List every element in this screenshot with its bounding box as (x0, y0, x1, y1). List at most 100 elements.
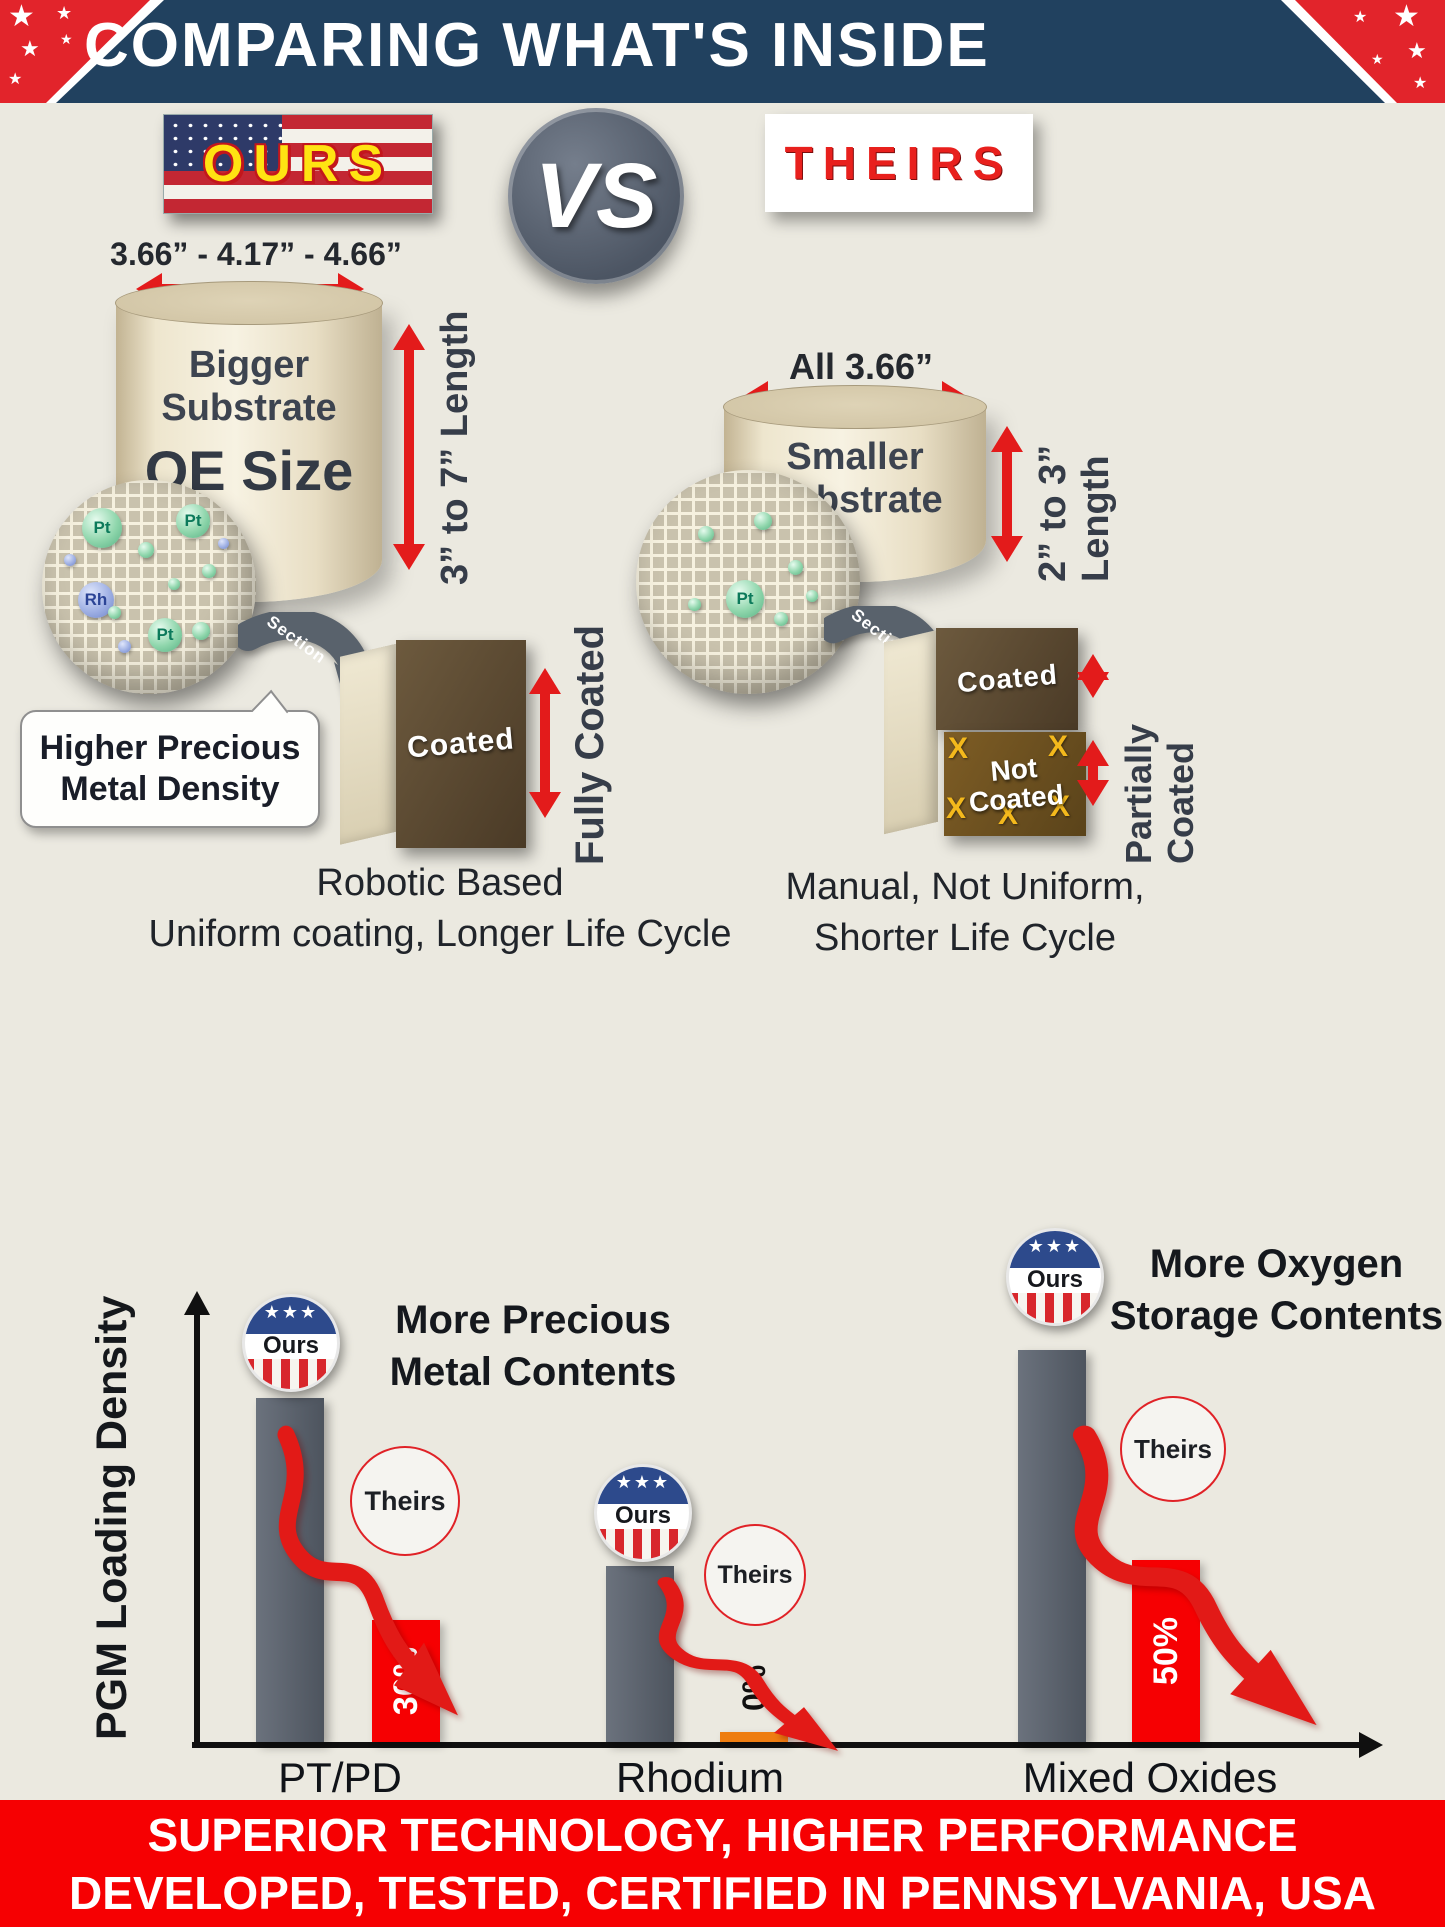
particle-dot (698, 526, 714, 542)
bar-ours-rhodium (606, 1566, 674, 1742)
pin-stripes (245, 1358, 337, 1389)
particle-dot (202, 564, 216, 578)
theirs-magnifier: Pt (636, 470, 860, 694)
particle-dot (754, 512, 772, 530)
box-side (884, 629, 938, 835)
particle-label: Pt (93, 518, 111, 537)
pin-stripes (597, 1528, 689, 1559)
theirs-caption: Manual, Not Uniform, Shorter Life Cycle (740, 862, 1190, 965)
theirs-pin-badge: Theirs (704, 1524, 806, 1626)
particle-dot (788, 560, 803, 575)
not-coated-label: Not Coated (940, 726, 1091, 842)
particle-dot (64, 554, 76, 566)
pin-label: Ours (1026, 1266, 1083, 1294)
ours-magnifier: Pt Pt Rh Pt (42, 480, 256, 694)
ours-length-label: 3” to 7” Length (434, 310, 476, 586)
pin-stars: ★★★ (1009, 1231, 1101, 1268)
not-coated-line2: Coated (967, 778, 1065, 819)
star-icon: ★ (1407, 38, 1427, 63)
box-front-coated: Coated (936, 628, 1078, 730)
particle-label: Pt (736, 589, 754, 608)
particle-pt: Pt (82, 508, 122, 548)
star-icon: ★ (60, 31, 73, 47)
ours-pin-badge: ★★★ Ours (1006, 1228, 1104, 1326)
particle-dot (192, 622, 210, 640)
theirs-length-arrow (991, 426, 1023, 562)
annotation-oxygen: More Oxygen Storage Contents (1104, 1238, 1445, 1342)
theirs-caption-line2: Shorter Life Cycle (813, 917, 1116, 960)
theirs-diameter-text: All 3.66” (788, 346, 934, 387)
page-title: COMPARING WHAT'S INSIDE (84, 11, 990, 80)
decline-arrow-icon (1052, 1424, 1322, 1734)
y-axis-label: PGM Loading Density (88, 1295, 136, 1741)
ours-caption: Robotic Based Uniform coating, Longer Li… (100, 858, 780, 961)
partially-coated-arrow-top (1077, 654, 1109, 698)
box-side (340, 643, 398, 845)
theirs-label: THEIRS (784, 137, 1014, 189)
ours-diameter-text: 3.66” - 4.17” - 4.66” (110, 236, 402, 272)
bubble-line1: Higher Precious (39, 729, 301, 767)
ours-substrate-line2: Substrate (161, 387, 337, 429)
annotation-line: More Precious (395, 1298, 671, 1342)
ours-substrate-line1: Bigger (188, 344, 310, 386)
star-icon: ★ (1413, 75, 1428, 92)
footer-banner: SUPERIOR TECHNOLOGY, HIGHER PERFORMANCE … (0, 1800, 1445, 1927)
header-banner: ★ ★ ★ ★ ★ ★ ★ ★ ★ ★ COMPARING WHAT'S INS… (0, 0, 1445, 103)
x-label-mixed-oxides: Mixed Oxides (1022, 1754, 1278, 1801)
particle-dot (688, 598, 701, 611)
particle-dot (118, 640, 131, 653)
theirs-pin-badge: Theirs (1120, 1396, 1226, 1502)
star-icon: ★ (1371, 51, 1384, 67)
partially-coated-label: Partially Coated (1118, 723, 1201, 864)
annotation-precious: More Precious Metal Contents (368, 1294, 698, 1398)
footer-line2: DEVELOPED, TESTED, CERTIFIED IN PENNSYLV… (69, 1866, 1376, 1919)
theirs-pin-badge: Theirs (350, 1446, 460, 1556)
x-mark-icon: X (1050, 790, 1071, 823)
particle-dot (806, 590, 818, 602)
particle-label: Rh (84, 590, 108, 609)
ours-pin-badge: ★★★ Ours (242, 1294, 340, 1392)
particle-rh: Rh (78, 582, 114, 618)
ours-flag-badge: OURS (163, 114, 433, 214)
box-front: Coated (396, 640, 526, 848)
ours-label: OURS (202, 135, 394, 193)
particle-dot (774, 612, 788, 626)
bar-ours-mixed-oxides (1018, 1350, 1086, 1742)
x-mark-icon: X (998, 798, 1019, 831)
coated-label: Coated (955, 658, 1059, 699)
theirs-length-label: 2” to 3” Length (1032, 444, 1117, 582)
star-icon: ★ (20, 36, 40, 61)
star-icon: ★ (1353, 9, 1368, 26)
decline-arrow-icon (642, 1576, 842, 1756)
pin-stars: ★★★ (245, 1297, 337, 1334)
particle-dot (108, 606, 121, 619)
theirs-pin-label: Theirs (364, 1485, 446, 1516)
particle-label: Pt (184, 511, 202, 530)
x-mark-icon: X (946, 792, 967, 825)
particle-label: Pt (156, 625, 174, 644)
x-label-rhodium: Rhodium (615, 1754, 785, 1801)
pin-stripes (1009, 1292, 1101, 1323)
flag-canton (164, 115, 282, 171)
pin-label: Ours (614, 1502, 671, 1530)
particle-pt: Pt (176, 504, 210, 538)
fully-coated-arrow (529, 668, 561, 818)
particle-dot (138, 542, 154, 558)
ours-pin-badge: ★★★ Ours (594, 1464, 692, 1562)
annotation-line: More Oxygen (1149, 1242, 1404, 1286)
x-mark-icon: X (948, 732, 969, 765)
box-front-not-coated: X X X X X Not Coated (944, 730, 1086, 836)
theirs-substrate-line1: Smaller (786, 436, 924, 478)
particle-pt: Pt (148, 618, 182, 652)
annotation-line: Storage Contents (1109, 1294, 1444, 1338)
chart-x-axis (192, 1732, 1383, 1758)
star-icon: ★ (8, 0, 35, 33)
header-corner-left: ★ ★ ★ ★ ★ (0, 0, 180, 103)
vs-label: VS (534, 144, 658, 247)
bar-theirs-rhodium (720, 1732, 788, 1742)
chart-y-axis (184, 1291, 210, 1742)
pin-label: Ours (262, 1332, 319, 1360)
theirs-pin-label: Theirs (717, 1560, 793, 1589)
coated-label: Coated (405, 722, 517, 765)
